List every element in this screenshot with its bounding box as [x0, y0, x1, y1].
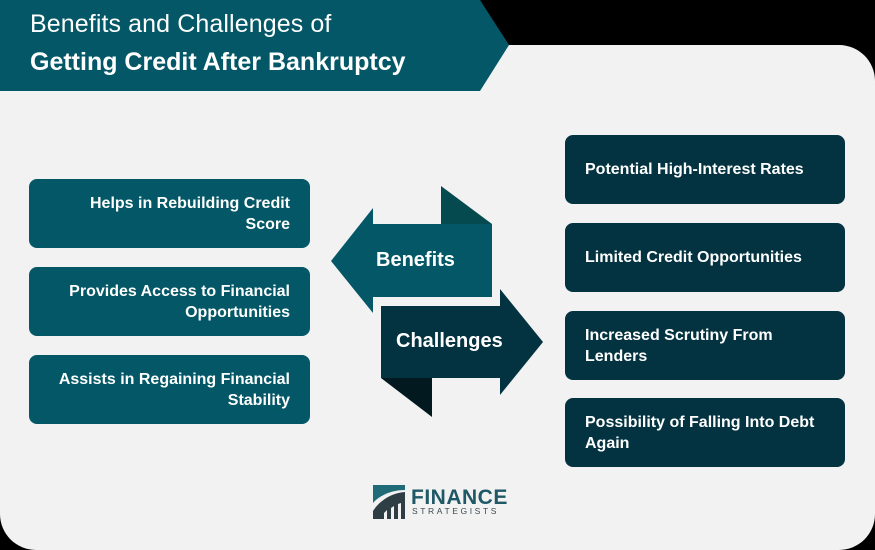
challenge-item-limited-credit: Limited Credit Opportunities	[565, 223, 845, 292]
title-line-1: Benefits and Challenges of	[30, 10, 332, 38]
benefits-arrow-label: Benefits	[376, 249, 455, 271]
logo-tagline: STRATEGISTS	[412, 506, 500, 516]
title-banner-shape	[0, 0, 509, 91]
logo-name: FINANCE	[411, 486, 508, 509]
challenge-item-label: Increased Scrutiny From Lenders	[585, 326, 773, 365]
challenge-item-scrutiny: Increased Scrutiny From Lenders	[565, 311, 845, 380]
benefit-item-financial-stability: Assists in Regaining Financial Stability	[29, 355, 310, 424]
challenge-item-high-interest: Potential High-Interest Rates	[565, 135, 845, 204]
finance-strategists-logo: FINANCE STRATEGISTS	[372, 483, 512, 521]
benefit-item-rebuilding-credit: Helps in Rebuilding Credit Score	[29, 179, 310, 248]
logo-icon	[373, 485, 405, 519]
challenges-arrow-label: Challenges	[396, 330, 503, 352]
challenge-item-debt-again: Possibility of Falling Into Debt Again	[565, 398, 845, 467]
benefit-item-label: Provides Access to Financial Opportuniti…	[69, 282, 290, 321]
benefit-item-label: Assists in Regaining Financial Stability	[58, 370, 290, 409]
challenge-item-label: Limited Credit Opportunities	[585, 249, 802, 266]
title-banner: Benefits and Challenges of Getting Credi…	[0, 0, 510, 91]
benefit-item-label: Helps in Rebuilding Credit Score	[89, 194, 290, 233]
title-line-2: Getting Credit After Bankruptcy	[30, 48, 406, 76]
challenge-item-label: Potential High-Interest Rates	[585, 161, 804, 178]
challenge-item-label: Possibility of Falling Into Debt Again	[585, 413, 815, 452]
benefit-item-financial-opportunities: Provides Access to Financial Opportuniti…	[29, 267, 310, 336]
